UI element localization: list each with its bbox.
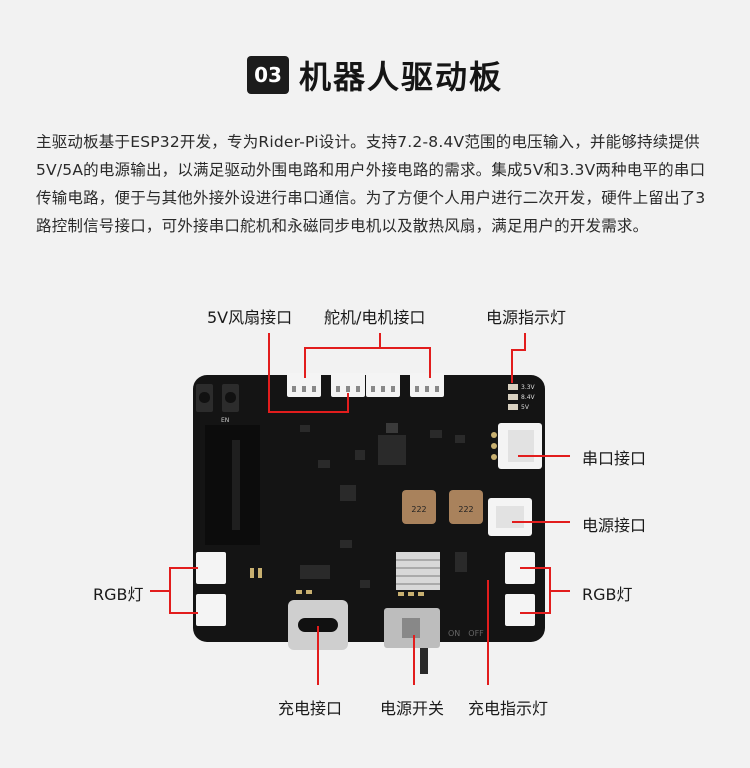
top-connectors <box>287 373 444 397</box>
silk-8v4: 8.4V <box>521 394 536 401</box>
inductor-2 <box>449 490 483 524</box>
label-power-led: 电源指示灯 <box>486 308 567 327</box>
label-rgb-left: RGB灯 <box>93 585 144 604</box>
label-power-switch: 电源开关 <box>380 699 445 718</box>
power-leds <box>508 384 518 410</box>
silk-5v: 5V <box>521 404 530 411</box>
board-illustration: 3.3V 8.4V 5V EN 222 222 <box>150 333 570 685</box>
rgb-led-left-top <box>196 552 226 584</box>
callout-lines <box>150 333 570 685</box>
board-diagram: 3.3V 8.4V 5V EN 222 222 <box>0 290 750 760</box>
section-number: 03 <box>246 56 289 94</box>
label-charge-led: 充电指示灯 <box>468 699 549 718</box>
inductor-1 <box>402 490 436 524</box>
description-text: 主驱动板基于ESP32开发，专为Rider-Pi设计。支持7.2-8.4V范围的… <box>36 133 706 235</box>
section-header: 03 机器人驱动板 <box>0 52 750 98</box>
label-fan-port: 5V风扇接口 <box>207 308 293 327</box>
label-rgb-right: RGB灯 <box>582 585 633 604</box>
label-serial-port: 串口接口 <box>582 449 647 468</box>
regulator <box>378 435 406 465</box>
label-charge-port: 充电接口 <box>278 699 343 718</box>
silk-en: EN <box>221 417 229 424</box>
smd-components <box>300 425 467 588</box>
section-title: 机器人驱动板 <box>298 58 503 96</box>
label-servo-motor-port: 舵机/电机接口 <box>324 308 426 327</box>
rgb-led-left-bottom <box>196 594 226 626</box>
silk-3v3: 3.3V <box>521 384 536 391</box>
label-power-port: 电源接口 <box>582 516 647 535</box>
chip1-label: 222 <box>411 505 426 514</box>
chip2-label: 222 <box>458 505 473 514</box>
rgb-led-right-bottom <box>505 594 535 626</box>
silk-on-off: ON OFF <box>448 629 484 638</box>
